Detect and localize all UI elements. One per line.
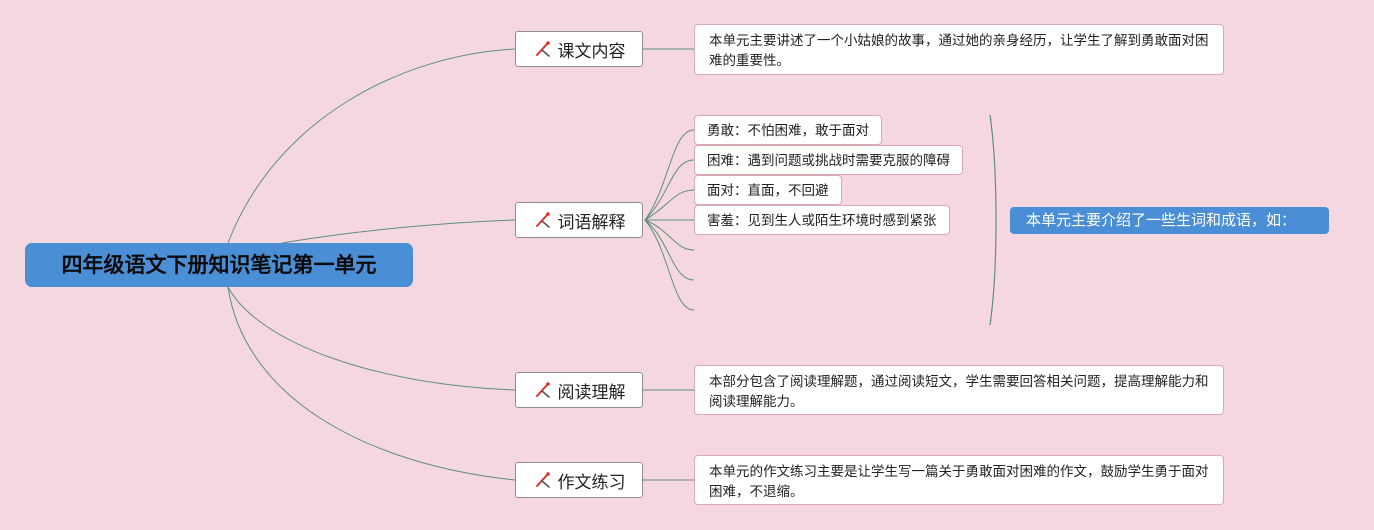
branch-label: 词语解释 — [557, 212, 626, 233]
connector-ciyu-line-7 — [644, 219, 695, 311]
summary-bracket — [989, 114, 997, 326]
branch-ciyu-jieshi[interactable]: 词语解释 — [515, 202, 643, 238]
branch-kewen-neirong[interactable]: 课文内容 — [515, 31, 643, 67]
detail-ciyu-haixiu[interactable]: 害羞：见到生人或陌生环境时感到紧张 — [694, 205, 950, 235]
connector-ciyu-line-6 — [644, 219, 695, 281]
detail-text: 勇敢：不怕困难，敢于面对 — [707, 123, 869, 139]
pen-tool-icon — [535, 41, 550, 57]
detail-text: 害羞：见到生人或陌生环境时感到紧张 — [707, 213, 937, 229]
detail-text: 本单元的作文练习主要是让学生写一篇关于勇敢面对困难的作文，鼓励学生勇于面对困难，… — [709, 464, 1209, 500]
root-topic[interactable]: 四年级语文下册知识笔记第一单元 — [25, 243, 413, 287]
detail-ciyu-kunnan[interactable]: 困难：遇到问题或挑战时需要克服的障碍 — [694, 145, 963, 175]
detail-zuowen-lianxi[interactable]: 本单元的作文练习主要是让学生写一篇关于勇敢面对困难的作文，鼓励学生勇于面对困难，… — [694, 455, 1224, 505]
pen-tool-icon — [535, 212, 550, 228]
detail-text: 面对：直面，不回避 — [707, 183, 829, 199]
detail-kewen-neirong[interactable]: 本单元主要讲述了一个小姑娘的故事，通过她的亲身经历，让学生了解到勇敢面对困难的重… — [694, 24, 1224, 75]
branch-label: 课文内容 — [557, 41, 626, 62]
branch-yuedu-lijie[interactable]: 阅读理解 — [515, 372, 643, 408]
branch-label: 作文练习 — [557, 472, 626, 493]
connector-root-to-yuedu — [227, 286, 516, 391]
connector-ciyu-line-5 — [644, 219, 695, 251]
detail-ciyu-yonggan[interactable]: 勇敢：不怕困难，敢于面对 — [694, 115, 882, 145]
summary-text: 本单元主要介绍了一些生词和成语，如： — [1026, 211, 1297, 229]
detail-text: 困难：遇到问题或挑战时需要克服的障碍 — [707, 153, 950, 169]
connector-ciyu-line-2 — [644, 159, 695, 221]
connector-root-to-kewen — [227, 48, 516, 244]
connector-root-to-zuowen — [227, 286, 516, 481]
connector-ciyu-line-1 — [644, 129, 695, 221]
connector-root-to-ciyu — [281, 219, 516, 244]
root-topic-label: 四年级语文下册知识笔记第一单元 — [61, 253, 377, 277]
branch-zuowen-lianxi[interactable]: 作文练习 — [515, 462, 643, 498]
detail-text: 本部分包含了阅读理解题，通过阅读短文，学生需要回答相关问题，提高理解能力和阅读理… — [709, 374, 1209, 410]
connector-ciyu-line-3 — [644, 189, 695, 221]
ciyu-summary-node[interactable]: 本单元主要介绍了一些生词和成语，如： — [1010, 207, 1329, 234]
detail-text: 本单元主要讲述了一个小姑娘的故事，通过她的亲身经历，让学生了解到勇敢面对困难的重… — [709, 33, 1209, 69]
pen-tool-icon — [535, 382, 550, 398]
branch-label: 阅读理解 — [557, 382, 626, 403]
pen-tool-icon — [535, 472, 550, 488]
detail-yuedu-lijie[interactable]: 本部分包含了阅读理解题，通过阅读短文，学生需要回答相关问题，提高理解能力和阅读理… — [694, 365, 1224, 415]
detail-ciyu-miandui[interactable]: 面对：直面，不回避 — [694, 175, 842, 205]
